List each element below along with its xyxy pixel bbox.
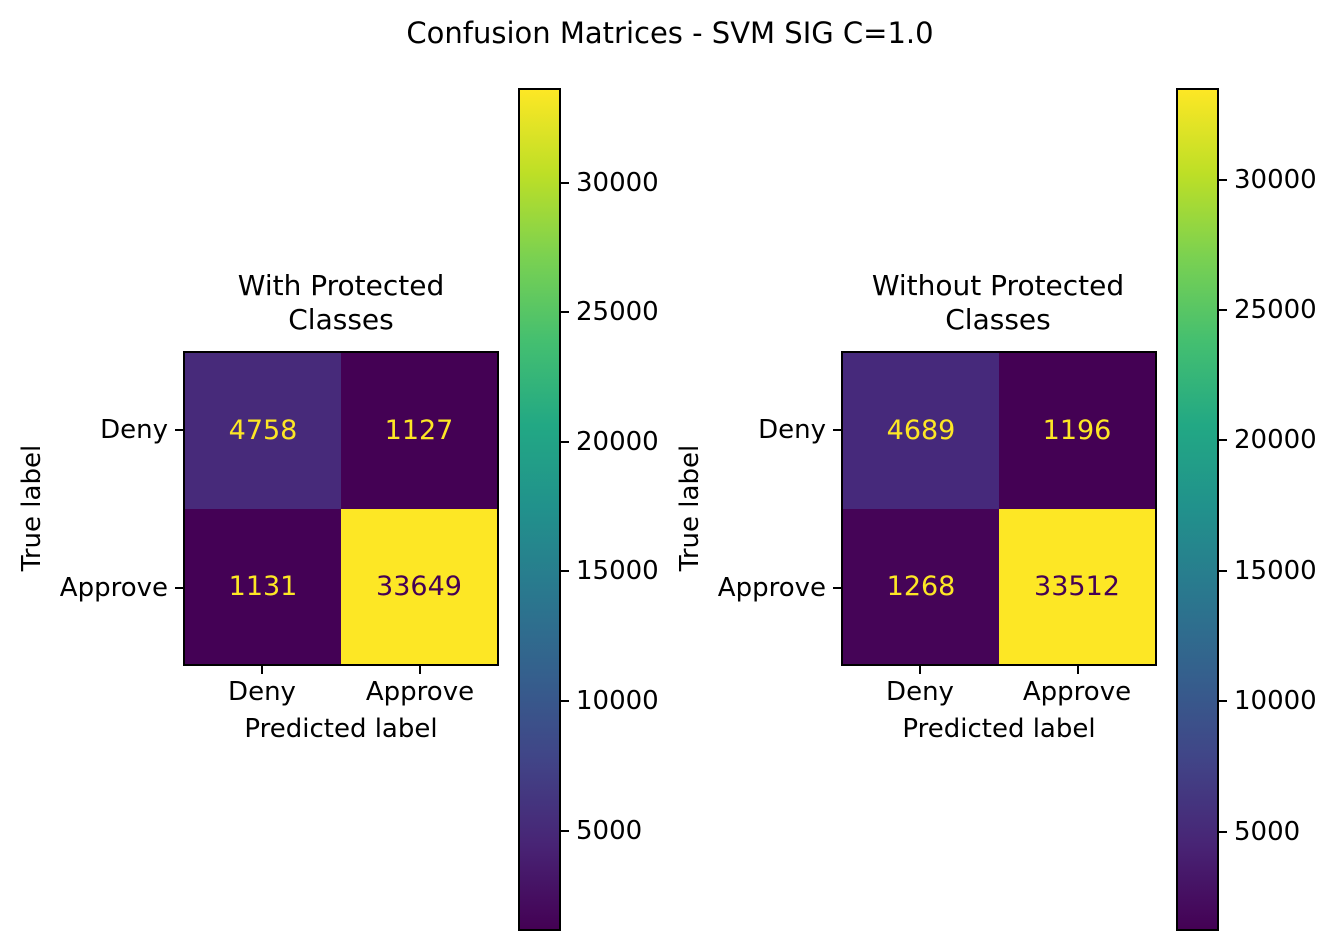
- x-tick-mark: [1077, 666, 1079, 674]
- colorbar-tick-mark: [561, 311, 569, 314]
- colorbar-tick-label: 20000: [1234, 425, 1317, 456]
- y-axis-label: True label: [675, 444, 705, 572]
- colorbar-tick-label: 15000: [1234, 555, 1317, 586]
- matrix-cell: 33512: [999, 508, 1155, 664]
- colorbar-tick-label: 25000: [1234, 295, 1317, 326]
- x-tick-mark: [919, 666, 921, 674]
- y-tick-label: Deny: [100, 415, 168, 445]
- x-axis-label: Predicted label: [244, 714, 438, 744]
- colorbar-tick-mark: [561, 181, 569, 184]
- colorbar-tick-label: 30000: [1234, 164, 1317, 195]
- x-tick-label: Approve: [1022, 677, 1132, 707]
- colorbar-tick-mark: [1219, 569, 1227, 572]
- x-tick-label: Deny: [228, 677, 296, 707]
- colorbar-tick-mark: [1219, 439, 1227, 442]
- colorbar-tick-mark: [1219, 830, 1227, 833]
- colorbar-tick-mark: [1219, 178, 1227, 181]
- x-tick-label: Approve: [365, 677, 475, 707]
- colorbar-tick-mark: [1219, 309, 1227, 312]
- y-tick-label: Approve: [717, 573, 826, 603]
- colorbar-tick-label: 5000: [1234, 816, 1301, 847]
- y-tick-mark: [175, 429, 183, 431]
- matrix-cell: 1268: [843, 508, 999, 664]
- colorbar-left: [518, 88, 561, 931]
- subplot-title-line: With Protected: [237, 269, 445, 302]
- y-tick-label: Approve: [59, 573, 168, 603]
- matrix-cell: 33649: [341, 508, 497, 664]
- colorbar-tick-mark: [561, 440, 569, 443]
- colorbar-ticks-left: 5000 10000 15000 20000 25000 30000: [561, 88, 761, 931]
- colorbar-tick-mark: [1219, 700, 1227, 703]
- y-axis-label: True label: [17, 444, 47, 572]
- y-tick-label: Deny: [758, 415, 826, 445]
- y-tick-mark: [175, 587, 183, 589]
- matrix-cell: 4689: [843, 353, 999, 509]
- colorbar-tick-label: 10000: [576, 686, 659, 716]
- figure-title: Confusion Matrices - SVM SIG C=1.0: [406, 16, 934, 50]
- x-tick-mark: [261, 666, 263, 674]
- colorbar-tick-label: 10000: [1234, 686, 1317, 717]
- subplot-title-without-protected: Without Protected Classes: [798, 269, 1198, 337]
- colorbar-tick-mark: [561, 570, 569, 573]
- matrix-cell: 1196: [999, 353, 1155, 509]
- y-tick-mark: [833, 587, 841, 589]
- colorbar-right: [1176, 88, 1219, 931]
- subplot-title-line: Classes: [288, 303, 394, 336]
- matrix-cell: 4758: [185, 353, 341, 509]
- colorbar-tick-label: 5000: [576, 815, 643, 846]
- x-axis-label: Predicted label: [902, 714, 1096, 744]
- x-tick-mark: [419, 666, 421, 674]
- matrix-cell: 1131: [185, 508, 341, 664]
- colorbar-tick-label: 20000: [576, 426, 659, 457]
- subplot-title-line: Without Protected: [871, 269, 1125, 302]
- colorbar-tick-mark: [561, 829, 569, 832]
- subplot-title-with-protected: With Protected Classes: [141, 269, 541, 337]
- matrix-cell: 1127: [341, 353, 497, 509]
- colorbar-ticks-right: 5000 10000 15000 20000 25000 30000: [1219, 88, 1340, 931]
- colorbar-tick-mark: [561, 700, 569, 702]
- colorbar-tick-label: 15000: [576, 556, 659, 587]
- x-tick-label: Deny: [886, 677, 954, 707]
- colorbar-tick-label: 30000: [576, 167, 659, 198]
- y-tick-mark: [833, 429, 841, 431]
- subplot-title-line: Classes: [945, 303, 1051, 336]
- colorbar-tick-label: 25000: [576, 297, 659, 328]
